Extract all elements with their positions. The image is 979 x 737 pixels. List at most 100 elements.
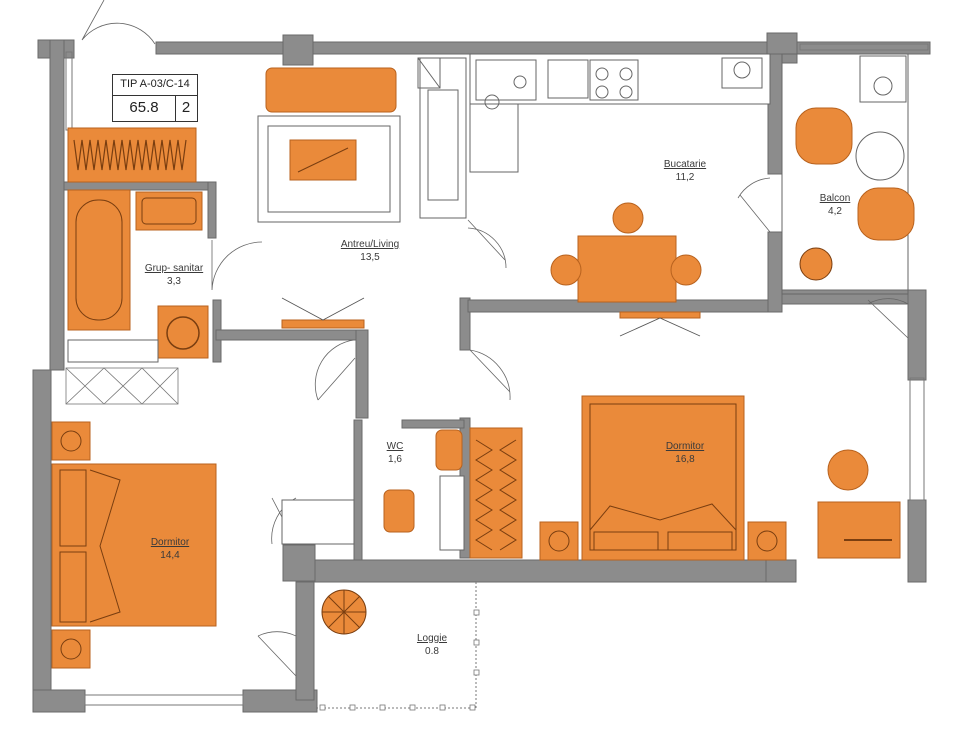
balcony-furniture (781, 53, 915, 295)
door-balcony (737, 177, 771, 233)
nightstand-bottom (51, 629, 91, 669)
door-balcony-ext (867, 298, 909, 339)
room-name-bedroom-large: Dormitor (665, 441, 705, 452)
dining-chair-top (612, 202, 644, 234)
balcony-armchair-1 (795, 107, 853, 165)
wc-sink (435, 429, 463, 471)
wall-left-upper (49, 39, 65, 371)
loggia-posts (319, 609, 480, 711)
balcony-area (781, 53, 909, 295)
room-label-bathroom: Grup- sanitar 3,3 (132, 264, 216, 287)
sink-basin (141, 197, 197, 225)
bedroom-small-furniture (51, 421, 355, 669)
wall-mid-horizontal (215, 329, 367, 341)
washing-machine-drum (166, 316, 200, 350)
wall-balcony-right (907, 289, 927, 381)
kitchen-stove (589, 59, 639, 101)
kitchen-furniture (469, 53, 771, 337)
room-area-bedroom-large: 16,8 (675, 454, 695, 465)
type-divider (113, 95, 197, 96)
radiator-pattern (73, 139, 187, 171)
doors (81, 0, 909, 677)
room-area-living: 13,5 (360, 252, 380, 263)
wc-fixtures (383, 427, 523, 559)
tv-sightline (281, 297, 365, 321)
entrance-cabinet (65, 367, 179, 405)
rooms-count: 2 (181, 99, 191, 116)
loggia-rail (316, 582, 477, 709)
bed-small (51, 463, 217, 627)
nightstand-top (51, 421, 91, 461)
wall-top-pillar-1 (282, 34, 314, 66)
living-wardrobe (419, 57, 467, 219)
door-bedroom-large (469, 349, 511, 401)
bathroom-shelf (67, 339, 159, 363)
room-name-kitchen: Bucatarie (663, 159, 707, 170)
room-area-balcony: 4,2 (828, 206, 842, 217)
wall-bottom-left (32, 689, 86, 713)
room-area-wc: 1,6 (388, 454, 402, 465)
kitchen-sink (475, 59, 537, 101)
wall-wc-top (401, 419, 465, 429)
room-area-loggia: 0.8 (425, 646, 439, 657)
wall-right-bottom (907, 499, 927, 583)
bedroom-large-furniture (539, 395, 901, 561)
room-name-living: Antreu/Living (340, 239, 400, 250)
total-area: 65.8 (129, 99, 159, 116)
kitchen-boiler (721, 57, 763, 89)
wall-bath-top (63, 181, 217, 191)
desk (817, 501, 901, 559)
bathtub-inner (75, 199, 123, 321)
room-label-bedroom-small: Dormitor 14,4 (130, 538, 210, 561)
wall-loggia-left (295, 579, 315, 701)
kitchen-oven (547, 59, 589, 99)
apartment-type: TIP A-03/C-14 (120, 78, 190, 90)
wall-kitchen-right-2 (767, 231, 783, 313)
wall-wc-left (353, 419, 363, 561)
desk-chair (827, 449, 869, 491)
nightstand-left (539, 521, 579, 561)
room-area-bedroom-small: 14,4 (160, 550, 180, 561)
room-area-kitchen: 11,2 (675, 172, 695, 183)
wall-balcony-bottom (781, 289, 909, 305)
type-separator (175, 95, 176, 121)
room-name-loggia: Loggie (416, 633, 448, 644)
wc-shower (439, 475, 465, 551)
living-rug-inner (267, 125, 391, 213)
wall-mid-vertical (355, 329, 369, 419)
nightstand-right (747, 521, 787, 561)
dining-table (577, 235, 677, 303)
window-top-right (799, 43, 929, 51)
bed-large (581, 395, 745, 561)
room-label-living: Antreu/Living 13,5 (315, 240, 425, 263)
room-label-wc: WC 1,6 (375, 442, 415, 465)
kitchen-tv (619, 311, 701, 319)
loggia-outline (316, 582, 477, 709)
wc-toilet (383, 489, 415, 533)
wall-left-lower (32, 369, 52, 693)
apartment-type-label: TIP A-03/C-14 65.8 2 (112, 74, 198, 122)
room-name-bathroom: Grup- sanitar (144, 263, 204, 274)
room-name-bedroom-small: Dormitor (150, 537, 190, 548)
door-kitchen (467, 219, 507, 269)
window-bottom (84, 694, 244, 706)
room-name-balcony: Balcon (819, 193, 851, 204)
washing-machine (157, 305, 209, 359)
balcony-boiler (859, 55, 907, 103)
kitchen-counter-side (469, 103, 519, 173)
room-label-loggia: Loggie 0.8 (402, 634, 462, 657)
dining-chair-right (670, 254, 702, 286)
bathroom-fixtures (67, 127, 209, 363)
tv-stand (281, 319, 365, 329)
windows (65, 43, 929, 706)
room-label-bedroom-large: Dormitor 16,8 (645, 442, 725, 465)
door-loggia (257, 631, 297, 677)
room-name-wc: WC (386, 441, 404, 452)
wall-bedroom-bottom (295, 559, 785, 583)
balcony-table (855, 131, 905, 181)
door-entrance (81, 0, 156, 45)
door-living-bed (314, 339, 356, 401)
wc-radiator (469, 427, 523, 559)
loggia-plant (321, 589, 367, 635)
